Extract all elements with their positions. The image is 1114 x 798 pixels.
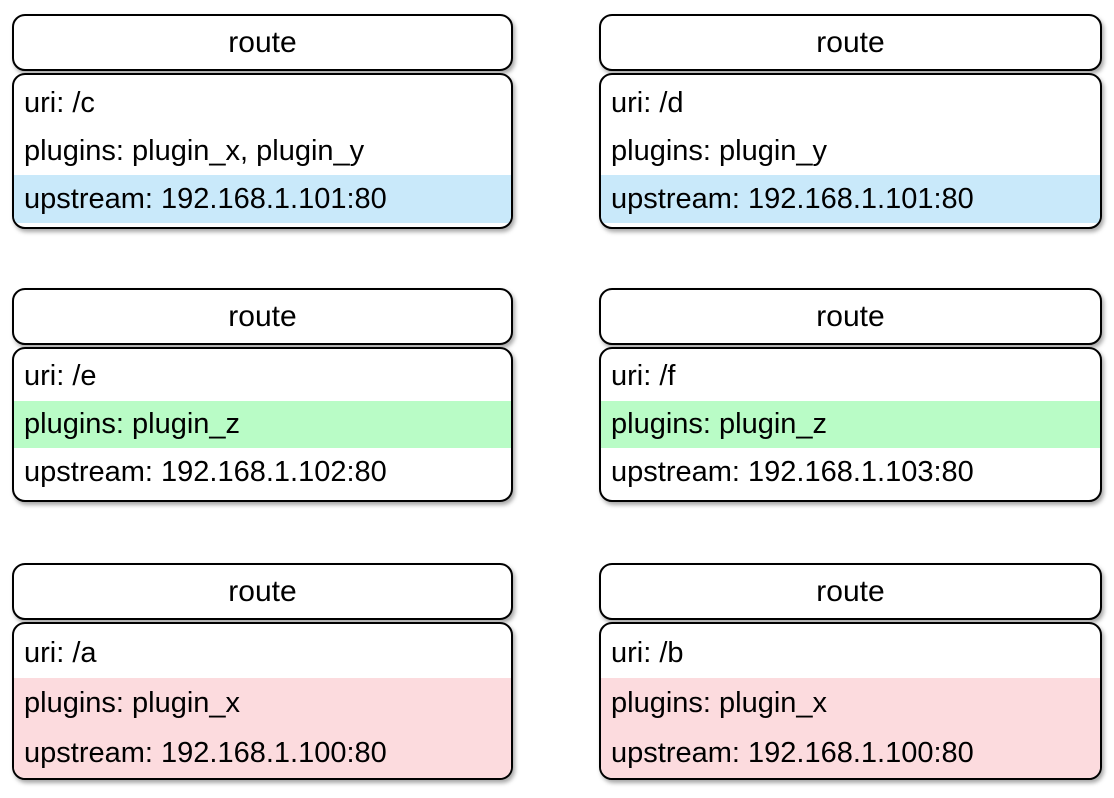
route-card-e: route uri: /e plugins: plugin_z upstream…: [12, 288, 513, 502]
route-card-title: route: [228, 299, 297, 333]
route-line-plugins: plugins: plugin_x: [601, 678, 1100, 728]
route-line-uri: uri: /c: [24, 86, 95, 119]
route-card-body: uri: /e plugins: plugin_z upstream: 192.…: [12, 347, 513, 502]
route-card-d: route uri: /d plugins: plugin_y upstream…: [599, 14, 1102, 229]
route-card-header: route: [12, 288, 513, 345]
route-line-uri: uri: /f: [611, 360, 676, 393]
route-card-header: route: [12, 563, 513, 620]
route-card-title: route: [816, 299, 885, 333]
route-card-f: route uri: /f plugins: plugin_z upstream…: [599, 288, 1102, 502]
route-line-upstream: upstream: 192.168.1.100:80: [601, 728, 1100, 778]
route-card-title: route: [228, 574, 297, 608]
route-line-uri: uri: /e: [24, 360, 97, 393]
route-line-plugins: plugins: plugin_y: [611, 134, 828, 167]
route-card-body: uri: /b plugins: plugin_x upstream: 192.…: [599, 622, 1102, 780]
route-card-header: route: [599, 14, 1102, 71]
route-line-uri: uri: /d: [611, 86, 684, 119]
route-line-plugins: plugins: plugin_z: [14, 400, 511, 449]
route-card-body: uri: /d plugins: plugin_y upstream: 192.…: [599, 73, 1102, 229]
route-card-c: route uri: /c plugins: plugin_x, plugin_…: [12, 14, 513, 229]
route-line-uri: uri: /a: [24, 636, 97, 669]
route-card-body: uri: /c plugins: plugin_x, plugin_y upst…: [12, 73, 513, 229]
route-line-upstream: upstream: 192.168.1.102:80: [24, 455, 387, 488]
route-card-header: route: [12, 14, 513, 71]
route-line-plugins: plugins: plugin_z: [601, 400, 1100, 449]
route-card-title: route: [228, 25, 297, 59]
route-line-uri: uri: /b: [611, 636, 684, 669]
route-line-plugins: plugins: plugin_x, plugin_y: [24, 134, 365, 167]
route-card-b: route uri: /b plugins: plugin_x upstream…: [599, 563, 1102, 780]
route-line-plugins: plugins: plugin_x: [14, 678, 511, 728]
route-line-upstream: upstream: 192.168.1.103:80: [611, 455, 974, 488]
route-line-upstream: upstream: 192.168.1.100:80: [14, 728, 511, 778]
route-card-header: route: [599, 288, 1102, 345]
route-line-upstream: upstream: 192.168.1.101:80: [14, 175, 511, 223]
route-card-body: uri: /a plugins: plugin_x upstream: 192.…: [12, 622, 513, 780]
route-card-title: route: [816, 574, 885, 608]
route-line-upstream: upstream: 192.168.1.101:80: [601, 175, 1100, 223]
route-card-header: route: [599, 563, 1102, 620]
route-card-title: route: [816, 25, 885, 59]
route-card-a: route uri: /a plugins: plugin_x upstream…: [12, 563, 513, 780]
route-card-body: uri: /f plugins: plugin_z upstream: 192.…: [599, 347, 1102, 502]
